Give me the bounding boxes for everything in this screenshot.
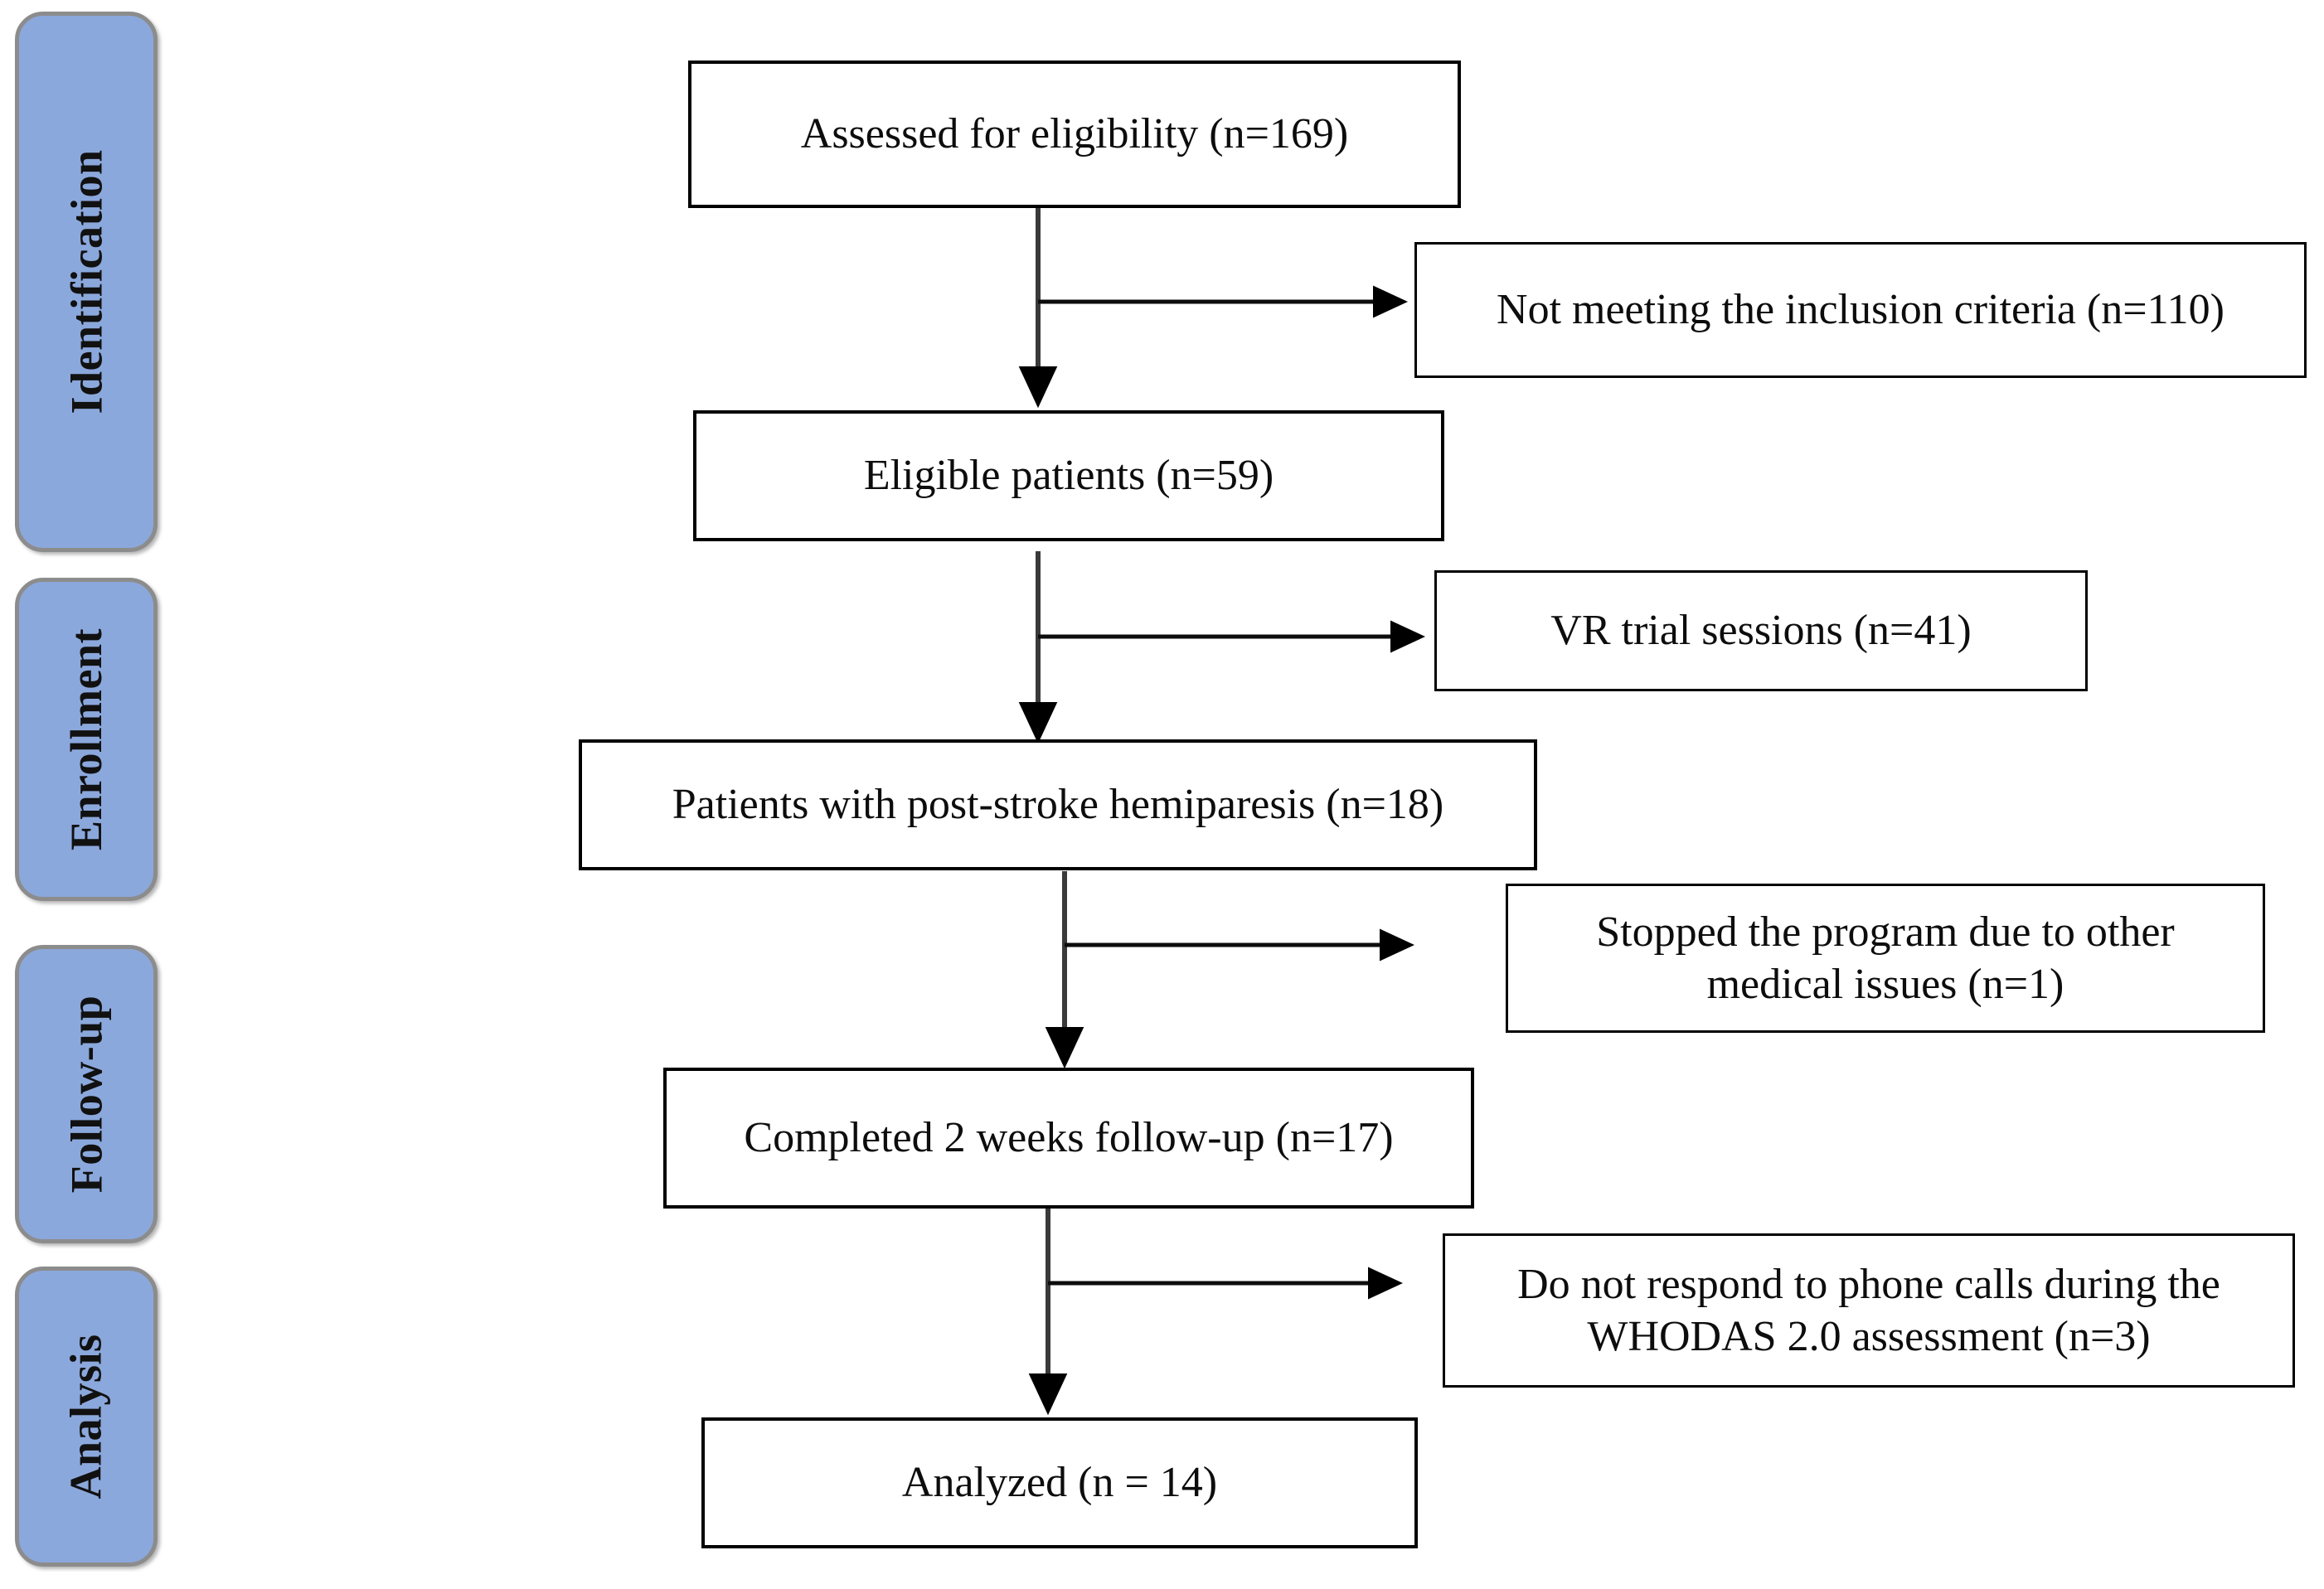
phase-chip-enrollment[interactable]: Enrollment (15, 578, 158, 901)
flow-node-assessed-text: Assessed for eligibility (n=169) (800, 110, 1349, 158)
flow-node-stopped-text: Stopped the program due to other medical… (1596, 908, 2175, 1008)
flow-node-hemiparesis-text: Patients with post-stroke hemiparesis (n… (672, 781, 1444, 829)
flow-node-eligible[interactable]: Eligible patients (n=59) (693, 410, 1444, 541)
flow-node-not-meeting-text: Not meeting the inclusion criteria (n=11… (1497, 286, 2225, 334)
flow-node-stopped[interactable]: Stopped the program due to other medical… (1506, 884, 2265, 1033)
phase-label-enrollment: Enrollment (61, 627, 112, 851)
flow-node-vr-trial-text: VR trial sessions (n=41) (1550, 607, 1972, 655)
flow-node-vr-trial[interactable]: VR trial sessions (n=41) (1434, 570, 2088, 691)
flow-node-not-meeting[interactable]: Not meeting the inclusion criteria (n=11… (1414, 242, 2307, 378)
flow-node-analyzed[interactable]: Analyzed (n = 14) (701, 1417, 1418, 1548)
flow-node-assessed[interactable]: Assessed for eligibility (n=169) (688, 61, 1461, 208)
flow-node-no-response[interactable]: Do not respond to phone calls during the… (1443, 1233, 2295, 1388)
flow-node-completed-text: Completed 2 weeks follow-up (n=17) (744, 1114, 1394, 1162)
phase-label-identification: Identification (61, 149, 112, 414)
flow-node-no-response-text: Do not respond to phone calls during the… (1517, 1260, 2220, 1360)
flow-node-eligible-text: Eligible patients (n=59) (863, 452, 1274, 500)
phase-chip-identification[interactable]: Identification (15, 12, 158, 552)
phase-chip-analysis[interactable]: Analysis (15, 1267, 158, 1567)
flow-node-hemiparesis[interactable]: Patients with post-stroke hemiparesis (n… (579, 739, 1537, 870)
phase-label-analysis: Analysis (61, 1334, 112, 1499)
flow-node-analyzed-text: Analyzed (n = 14) (901, 1459, 1218, 1507)
flow-node-completed[interactable]: Completed 2 weeks follow-up (n=17) (663, 1068, 1474, 1209)
phase-label-followup: Follow-up (61, 995, 112, 1194)
phase-chip-followup[interactable]: Follow-up (15, 945, 158, 1243)
